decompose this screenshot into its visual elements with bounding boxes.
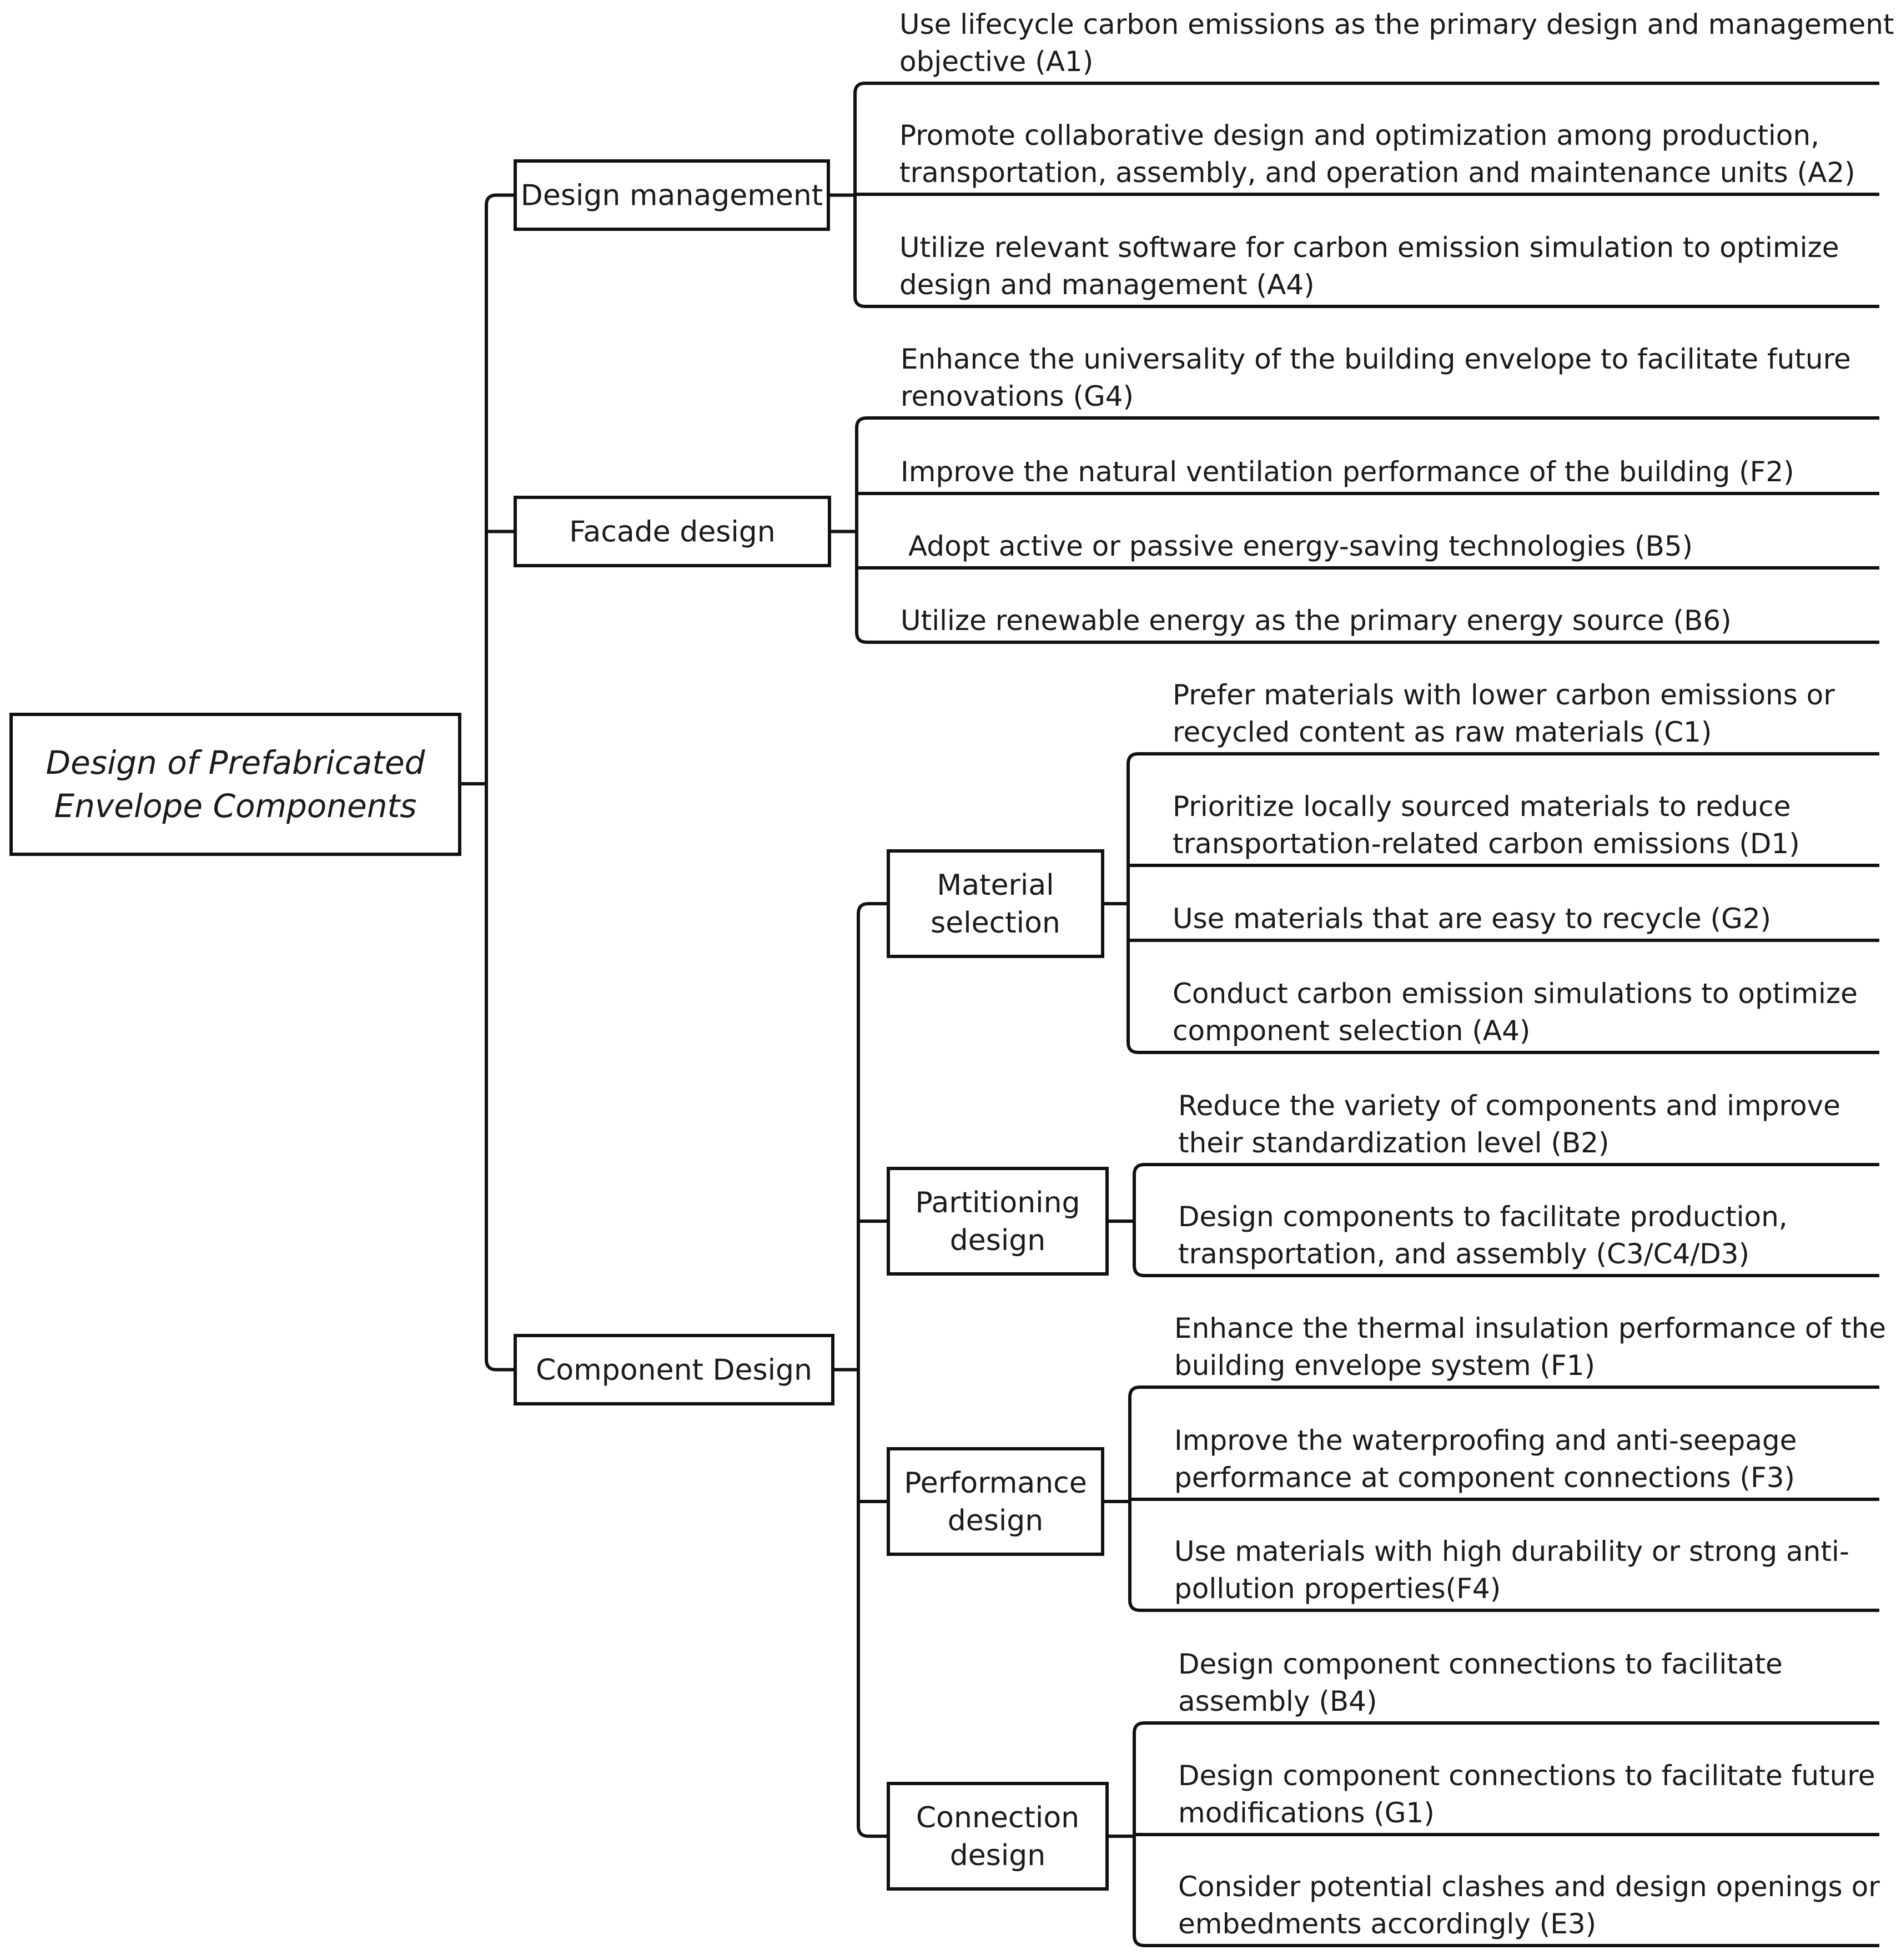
leaf-item: building envelope system (F1) bbox=[1174, 1349, 1595, 1382]
leaf-item: Adopt active or passive energy-saving te… bbox=[908, 530, 1693, 562]
subgroup-node-3-label: design bbox=[948, 1504, 1044, 1538]
subgroup-node-3: Performance design bbox=[887, 1447, 1104, 1556]
leaf-item: objective (A1) bbox=[899, 46, 1093, 78]
leaf-item: their standardization level (B2) bbox=[1178, 1127, 1610, 1159]
leaf-item: Use materials that are easy to recycle (… bbox=[1173, 903, 1771, 935]
root-node-label: Envelope Components bbox=[54, 787, 417, 825]
leaf-item: Enhance the thermal insulation performan… bbox=[1174, 1312, 1886, 1344]
group-node-3-label: Component Design bbox=[536, 1354, 812, 1387]
leaf-item: Use materials with high durability or st… bbox=[1174, 1535, 1849, 1568]
root-connector-branch bbox=[485, 784, 515, 1372]
subgroup-node-1: Material selection bbox=[887, 849, 1104, 958]
leaf-item: Utilize relevant software for carbon emi… bbox=[899, 231, 1839, 264]
leaf-item: modifications (G1) bbox=[1178, 1797, 1435, 1829]
group-2-bracket bbox=[855, 416, 1879, 644]
subgroup-node-2-label: design bbox=[950, 1224, 1046, 1257]
group-node-2: Facade design bbox=[514, 496, 831, 567]
leaf-item: Conduct carbon emission simulations to o… bbox=[1173, 978, 1858, 1010]
leaf-item: embedments accordingly (E3) bbox=[1178, 1908, 1596, 1940]
subgroup-node-2: Partitioning design bbox=[887, 1167, 1109, 1276]
leaf-item: transportation-related carbon emissions … bbox=[1173, 828, 1800, 860]
leaf-item: Design component connections to facilita… bbox=[1178, 1648, 1783, 1680]
component-connector-branch bbox=[857, 902, 888, 1370]
group-node-2-label: Facade design bbox=[569, 516, 776, 549]
leaf-item: Prefer materials with lower carbon emiss… bbox=[1173, 679, 1835, 711]
leaf-item: transportation, assembly, and operation … bbox=[899, 157, 1855, 189]
leaf-item: transportation, and assembly (C3/C4/D3) bbox=[1178, 1238, 1749, 1270]
subgroup-node-4: Connection design bbox=[887, 1782, 1109, 1891]
root-connector-branch bbox=[485, 193, 515, 784]
group-node-3: Component Design bbox=[514, 1334, 834, 1405]
root-node-label: Design of Prefabricated bbox=[46, 744, 426, 782]
subgroup-node-2-label: Partitioning bbox=[915, 1186, 1080, 1220]
group-node-1-frame bbox=[514, 159, 830, 231]
group-node-2-frame bbox=[514, 496, 831, 567]
leaf-item: performance at component connections (F3… bbox=[1174, 1462, 1795, 1494]
leaf-item: Consider potential clashes and design op… bbox=[1178, 1871, 1880, 1903]
leaf-item: Design components to facilitate producti… bbox=[1178, 1201, 1788, 1233]
subgroup-node-4-label: design bbox=[950, 1839, 1046, 1872]
subgroup-node-4-frame bbox=[887, 1782, 1109, 1891]
subgroup-node-3-label: Performance bbox=[904, 1467, 1087, 1500]
group-node-3-frame bbox=[514, 1334, 834, 1405]
subgroup-node-1-label: Material bbox=[937, 869, 1054, 902]
leaf-item: assembly (B4) bbox=[1178, 1685, 1377, 1717]
leaf-item: Improve the waterproofing and anti-seepa… bbox=[1174, 1424, 1797, 1457]
leaf-item: Reduce the variety of components and imp… bbox=[1178, 1090, 1840, 1122]
leaf-item: Use lifecycle carbon emissions as the pr… bbox=[899, 8, 1894, 41]
subgroup-1-bracket bbox=[1126, 752, 1879, 1054]
group-node-1: Design management bbox=[514, 159, 830, 231]
leaf-item: Prioritize locally sourced materials to … bbox=[1173, 790, 1791, 823]
group-node-1-label: Design management bbox=[521, 179, 823, 213]
subgroup-node-1-label: selection bbox=[931, 906, 1060, 940]
leaf-item: recycled content as raw materials (C1) bbox=[1173, 716, 1712, 748]
component-connector-branch bbox=[857, 1369, 888, 1838]
leaf-item: Improve the natural ventilation performa… bbox=[901, 456, 1794, 488]
leaf-item: design and management (A4) bbox=[899, 269, 1315, 301]
subgroup-node-3-frame bbox=[887, 1447, 1104, 1556]
leaf-item: Design component connections to facilita… bbox=[1178, 1760, 1875, 1792]
leaf-item: Enhance the universality of the building… bbox=[901, 343, 1851, 375]
leaf-item: pollution properties(F4) bbox=[1174, 1573, 1501, 1605]
subgroup-node-4-label: Connection bbox=[916, 1801, 1079, 1835]
subgroup-2-bracket bbox=[1133, 1163, 1879, 1277]
leaf-item: Promote collaborative design and optimiz… bbox=[899, 119, 1819, 152]
subgroup-node-2-frame bbox=[887, 1167, 1109, 1276]
subgroup-node-1-frame bbox=[887, 849, 1104, 958]
leaf-item: Utilize renewable energy as the primary … bbox=[901, 604, 1732, 637]
leaf-item: renovations (G4) bbox=[901, 380, 1134, 412]
leaf-item: component selection (A4) bbox=[1173, 1015, 1530, 1047]
root-node-frame bbox=[9, 713, 461, 856]
